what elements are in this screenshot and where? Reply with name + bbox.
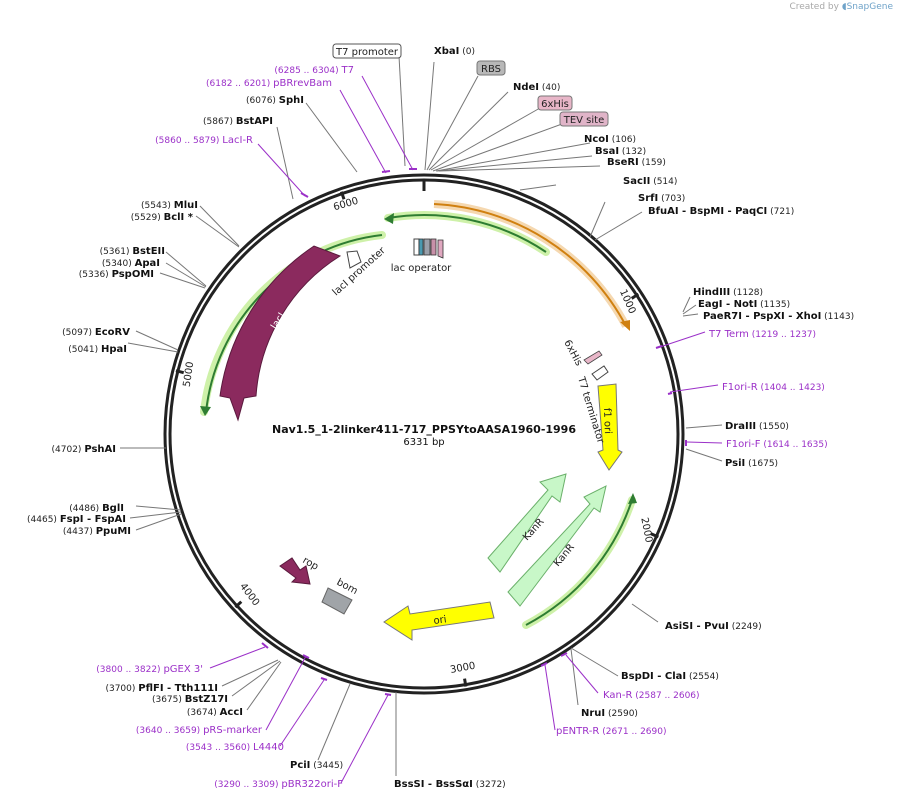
site-label-sacii: SacII (514) — [623, 176, 677, 187]
site-label-pshai: (4702) PshAI — [52, 444, 116, 455]
kanr-inner-arrow — [487, 473, 567, 573]
site-label-nrui: NruI (2590) — [581, 708, 638, 719]
primer-label-pentr-r: pENTR-R (2671 .. 2690) — [556, 726, 667, 737]
rop-arrow — [279, 557, 311, 585]
site-label-ncoi: NcoI (106) — [584, 134, 636, 145]
feature-thin-arrows — [205, 213, 633, 626]
primer-label-t7: (6285 .. 6304) T7 — [274, 65, 354, 76]
site-labels: XbaI (0) NdeI (40) NcoI (106)BsaI (132)Bse… — [27, 46, 854, 790]
primer-marks — [261, 168, 687, 696]
site-label-bsai: BsaI (132) — [595, 146, 646, 157]
tick-mark-3000 — [463, 678, 468, 687]
primer-label-l4440: (3543 .. 3560) L4440 — [186, 742, 284, 753]
site-label-acci: (3674) AccI — [187, 707, 243, 718]
site-label-sphi: (6076) SphI — [246, 95, 304, 106]
site-label-bgli: (4486) BglI — [69, 503, 124, 514]
svg-text:T7 promoter: T7 promoter — [335, 47, 399, 58]
site-label-bsteii: (5361) BstEII — [100, 246, 165, 257]
site-label-apai: (5340) ApaI — [102, 258, 160, 269]
primer-label-pgex3: (3800 .. 3822) pGEX 3' — [96, 664, 203, 675]
site-label-draiii: DraIII (1550) — [725, 421, 789, 432]
tick-mark-1000 — [630, 292, 640, 300]
site-label-bfuai: BfuAI - BspMI - PaqCI (721) — [648, 206, 794, 217]
site-label-bseri: BseRI (159) — [607, 157, 666, 168]
orange-feature-head — [620, 320, 630, 331]
boxed-label-rbs: RBS — [476, 60, 506, 76]
label-laci-promoter: lacI promoter — [331, 245, 389, 299]
thin-arrow-heads — [200, 213, 637, 504]
primer-label-laci-r: (5860 .. 5879) LacI-R — [155, 135, 253, 146]
site-label-ppumi: (4437) PpuMI — [63, 526, 131, 537]
lac-operator-cluster — [413, 238, 444, 259]
tick-label-5000: 5000 — [182, 361, 196, 388]
f1-ori-arrow — [597, 383, 623, 471]
tick-label-2000: 2000 — [638, 517, 654, 544]
tick-label-6000: 6000 — [332, 196, 359, 214]
site-label-srfi: SrfI (703) — [638, 193, 685, 204]
primer-label-f1ori-f: F1ori-F (1614 .. 1635) — [726, 439, 828, 450]
primer-label-prs-marker: (3640 .. 3659) pRS-marker — [136, 725, 263, 736]
boxed-label-tev-site: TEV site — [559, 111, 609, 127]
created-by-text: Created by — [789, 2, 839, 12]
site-label-hindiii: HindIII (1128) — [693, 287, 763, 298]
site-label-asisi: AsiSI - PvuI (2249) — [665, 621, 762, 632]
site-label-bstz17i: (3675) BstZ17I — [152, 694, 228, 705]
primer-label-kan-r: Kan-R (2587 .. 2606) — [603, 690, 700, 701]
site-label-xbai: XbaI (0) — [434, 46, 475, 57]
primer-leader-lines — [209, 75, 723, 784]
site-label-hpai: (5041) HpaI — [68, 344, 127, 355]
site-label-paer7i: PaeR7I - PspXI - XhoI (1143) — [703, 311, 854, 322]
site-label-ecorv: (5097) EcoRV — [62, 327, 130, 338]
site-label-bstapi: (5867) BstAPI — [203, 116, 273, 127]
kanr-outer-arrow — [507, 485, 607, 607]
created-by-watermark: Created by ◖SnapGene — [789, 2, 893, 12]
svg-text:6xHis: 6xHis — [541, 99, 569, 110]
site-label-bsssi: BssSI - BssSαI (3272) — [394, 779, 506, 790]
label-ori: ori — [433, 614, 447, 627]
site-label-eagi: EagI - NotI (1135) — [698, 299, 790, 310]
orange-feature-arc — [433, 203, 627, 327]
his-tag-inner-box — [583, 350, 603, 365]
boxed-label-t7-promoter: T7 promoter — [332, 43, 402, 59]
feature-glow-arcs — [200, 210, 636, 629]
site-label-pflfi: (3700) PflFI - Tth111I — [105, 683, 218, 694]
primer-label-pbrrevbam: (6182 .. 6201) pBRrevBam — [206, 78, 332, 89]
plasmid-size: 6331 bp — [403, 437, 444, 448]
primer-label-f1ori-r: F1ori-R (1404 .. 1423) — [722, 382, 825, 393]
label-f1-ori: f1 ori — [601, 408, 613, 434]
site-label-fspi: (4465) FspI - FspAI — [27, 514, 126, 525]
boxed-label-6xhis: 6xHis — [537, 95, 573, 111]
primer-labels: (6285 .. 6304) T7 (6182 .. 6201) pBRrevBa… — [96, 65, 827, 790]
primer-label-pbr322ori-f: (3290 .. 3309) pBR322ori-F — [214, 779, 343, 790]
site-label-ndei: NdeI (40) — [513, 82, 560, 93]
site-label-pspomi: (5336) PspOMI — [79, 269, 154, 280]
site-label-bspdi: BspDI - ClaI (2554) — [621, 671, 719, 682]
label-lac-operator: lac operator — [391, 263, 452, 274]
leader-lines — [120, 55, 723, 776]
tick-mark-4000 — [234, 600, 243, 609]
tick-mark-6000 — [339, 191, 346, 200]
tick-label-3000: 3000 — [449, 661, 476, 676]
snapgene-brand: SnapGene — [846, 2, 893, 12]
plasmid-name: Nav1.5_1-2linker411-717_PPSYtoAASA1960-1… — [272, 423, 576, 436]
svg-text:RBS: RBS — [481, 64, 501, 75]
primer-label-t7-term: T7 Term (1219 .. 1237) — [708, 329, 816, 340]
tick-mark-5000 — [175, 369, 185, 375]
site-label-mlui: (5543) MluI — [141, 200, 198, 211]
bom-box — [321, 587, 353, 615]
laci-arrow — [219, 245, 342, 422]
t7-terminator-box — [591, 365, 609, 381]
label-6xhis-inner: 6xHis — [561, 338, 584, 368]
site-label-pcii: PciI (3445) — [290, 760, 343, 771]
snapgene-logo-icon: ◖ — [841, 2, 847, 12]
svg-text:TEV site: TEV site — [563, 115, 605, 126]
backbone-outer-ring — [163, 173, 685, 695]
site-label-psii: PsiI (1675) — [725, 458, 778, 469]
tick-mark-2000 — [650, 532, 659, 539]
laci-promoter-box — [346, 250, 362, 269]
ori-arrow — [383, 601, 495, 641]
site-label-bcli: (5529) BclI * — [131, 212, 194, 223]
